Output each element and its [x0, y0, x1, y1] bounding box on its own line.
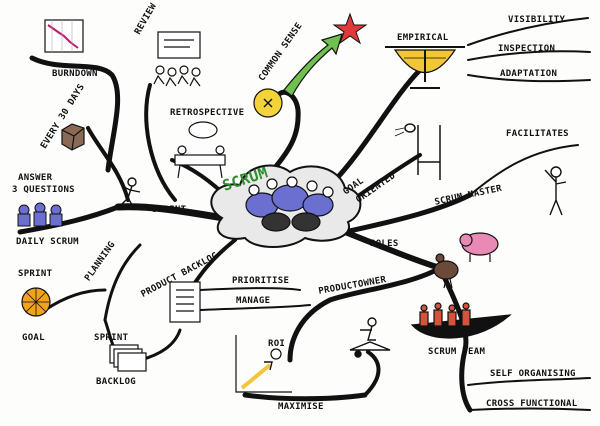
cube-icon: [61, 123, 85, 151]
label-prioritise: PRIORITISE: [232, 276, 290, 286]
branch-roles: [342, 229, 443, 271]
branch-adaptation: [467, 74, 591, 83]
branch-scrum-team: [437, 265, 473, 413]
label-sprint: SPRINT: [152, 205, 187, 215]
sprint-goal-orange-icon: [21, 287, 51, 317]
label-burndown: BURNDOWN: [52, 69, 98, 79]
label-roi: ROI: [268, 339, 286, 349]
branch-sprint-goal: [43, 288, 107, 312]
review-board-icon: [153, 31, 201, 87]
branch-common-sense: [262, 89, 301, 183]
branch-visibility: [467, 17, 589, 46]
branch-planning: [103, 243, 142, 322]
scrum-team-boat-icon: [410, 302, 512, 339]
label-facilitates: FACILITATES: [506, 129, 569, 139]
sprint-backlog-cards-icon: [109, 344, 147, 372]
roi-graph-icon: [235, 335, 292, 393]
goal-posts-icon: [394, 123, 441, 180]
retrospective-table-icon: [174, 121, 226, 179]
branch-cross-functional: [469, 407, 591, 411]
red-star-icon: [332, 12, 368, 45]
branch-scrum-master: [342, 192, 473, 235]
green-arrow-icon: [283, 33, 343, 97]
label-inspection: INSPECTION: [498, 44, 556, 54]
facilitator-figure-icon: [544, 166, 567, 216]
label-sprint-goal-top: SPRINT: [18, 269, 53, 279]
label-3-questions: 3 QUESTIONS: [12, 185, 75, 195]
branch-maximise: [242, 392, 368, 402]
label-sprint-backlog-bottom: BACKLOG: [96, 377, 137, 387]
label-empirical: EMPIRICAL: [397, 33, 449, 43]
branch-facilitates: [469, 144, 579, 196]
label-manage: MANAGE: [236, 296, 271, 306]
product-owner-figure-icon: [349, 317, 391, 358]
label-sprint-goal-bottom: GOAL: [22, 333, 45, 343]
branch-burndown: [29, 55, 121, 173]
label-cross-functional: CROSS FUNCTIONAL: [486, 399, 578, 409]
pig-icon: [459, 232, 499, 262]
label-daily-scrum: DAILY SCRUM: [16, 237, 79, 247]
daily-scrum-people-icon: [17, 202, 63, 227]
branch-product-owner: [287, 265, 443, 363]
branch-self-organising: [467, 377, 591, 386]
label-roles: ROLES: [370, 239, 399, 249]
label-visibility: VISIBILITY: [508, 15, 566, 25]
label-self-organising: SELF ORGANISING: [490, 369, 576, 379]
branch-review: [144, 83, 177, 202]
branch-inspection: [467, 50, 591, 61]
branch-prioritise: [199, 287, 301, 291]
label-scrum-team: SCRUM TEAM: [428, 347, 486, 357]
branch-daily-scrum: [17, 204, 121, 235]
label-answer: ANSWER: [18, 173, 53, 183]
scale-icon: [385, 46, 465, 89]
chicken-icon: [433, 253, 459, 289]
burndown-chart-icon: [44, 19, 84, 53]
central-people: [245, 176, 334, 232]
label-maximise: MAXIMISE: [278, 402, 324, 412]
orange-star-mark: [263, 98, 273, 108]
runner-icon: [119, 177, 141, 209]
label-adaptation: ADAPTATION: [500, 69, 558, 79]
product-backlog-list-icon: [169, 281, 201, 323]
branch-manage: [199, 304, 311, 311]
branch-maximise-tail: [363, 350, 381, 397]
label-retrospective: RETROSPECTIVE: [170, 108, 245, 118]
label-sprint-backlog-top: SPRINT: [94, 333, 129, 343]
